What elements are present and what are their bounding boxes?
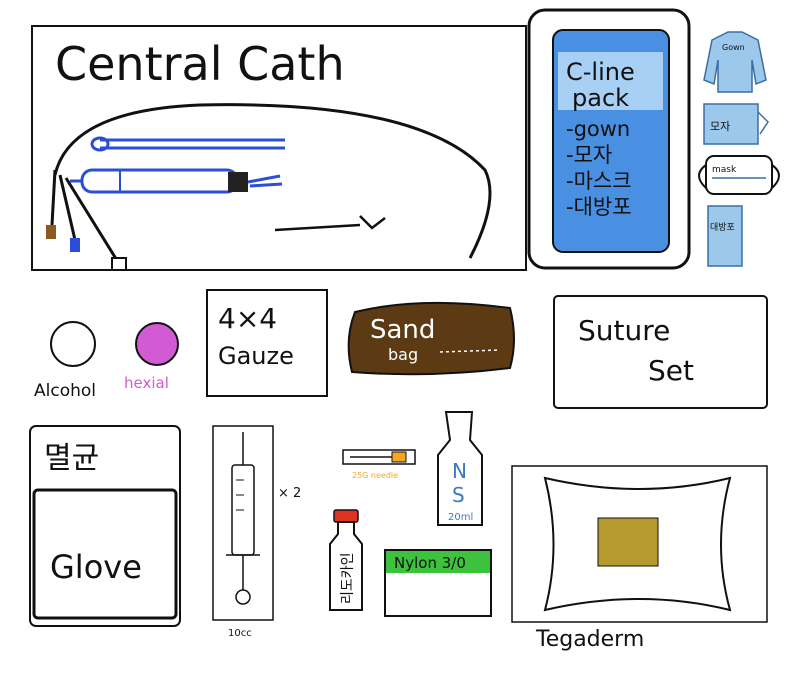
nylon-label-band <box>386 551 490 573</box>
catheter-curve <box>53 103 492 259</box>
alcohol-swab: Alcohol <box>34 321 96 401</box>
sandbag-label-2: bag <box>388 345 418 364</box>
gown-icon: Gown <box>703 31 767 93</box>
guidewire-end <box>90 136 110 152</box>
mask-icon: mask <box>698 155 780 195</box>
hexial-swab: hexial <box>124 322 179 392</box>
ns-ampoule-shape <box>437 411 483 526</box>
white-lumen-cap <box>111 257 127 271</box>
suture-frame <box>553 295 768 409</box>
glove-label: Glove <box>50 548 142 586</box>
sandbag-shape <box>347 301 515 376</box>
cap-icon: 모자 <box>703 103 769 145</box>
cline-pack-item: -모자 <box>566 143 612 167</box>
syringe-10cc: × 2 10cc <box>212 425 301 639</box>
glove-header: 멸균 <box>44 441 99 476</box>
needle-hub <box>391 451 407 463</box>
hexial-label: hexial <box>124 374 169 392</box>
catheter-syringe <box>70 168 283 194</box>
suture-label-1: Suture <box>578 314 670 347</box>
sandbag-stitch <box>439 349 501 353</box>
syringe-qty: × 2 <box>278 486 301 501</box>
tegaderm: Tegaderm <box>511 465 768 652</box>
blue-lumen-cap <box>70 238 80 252</box>
vial-body <box>329 521 363 611</box>
ns-label-s: S <box>452 483 465 507</box>
drape-icon: 대방포 <box>707 205 743 267</box>
sterile-glove-pack: 멸균 Glove <box>29 425 181 627</box>
gauze-size: 4×4 <box>218 302 277 335</box>
alcohol-label: Alcohol <box>34 381 96 401</box>
nylon-suture: Nylon 3/0 <box>384 549 492 617</box>
lidocaine-label: 리도카인 <box>340 552 356 604</box>
gauze-frame <box>206 289 328 397</box>
cline-pack-title-2: pack <box>572 84 629 112</box>
ns-volume: 20ml <box>448 512 473 523</box>
needle-25g: 25G needle <box>342 449 416 480</box>
sandbag-label-1: Sand <box>370 315 435 345</box>
mask-icon-label: mask <box>712 165 737 175</box>
lidocaine-vial: 리도카인 <box>329 509 363 611</box>
catheter-lumens <box>46 169 127 271</box>
introducer-needle <box>274 215 386 232</box>
suture-label-2: Set <box>648 354 694 387</box>
vial-cap <box>333 509 359 523</box>
cline-pack-highlight <box>558 52 663 110</box>
cline-pack-item: -마스크 <box>566 169 632 193</box>
syringe-icon <box>226 432 260 605</box>
cline-pack-device: C-line pack -gown -모자 -마스크 -대방포 <box>527 8 691 270</box>
glove-inner-frame <box>32 488 178 620</box>
gauze-label: Gauze <box>218 342 294 370</box>
drape-icon-label: 대방포 <box>710 222 735 233</box>
alcohol-circle-icon <box>50 321 96 367</box>
hexial-circle-icon <box>135 322 179 366</box>
tegaderm-label: Tegaderm <box>535 627 644 652</box>
sandbag: Sand bag <box>347 301 515 376</box>
cap-icon-label: 모자 <box>710 120 730 133</box>
gown-icon-label: Gown <box>722 43 745 52</box>
brown-lumen-cap <box>46 225 56 239</box>
gauze-pack: 4×4 Gauze <box>206 289 328 397</box>
ns-label-n: N <box>452 459 467 483</box>
ns-ampoule: N S 20ml <box>437 411 483 526</box>
suture-set: Suture Set <box>553 295 768 409</box>
nylon-label: Nylon 3/0 <box>394 554 466 572</box>
needle-label: 25G needle <box>352 471 398 480</box>
cline-pack-item: -gown <box>566 117 630 141</box>
guidewire-upper <box>100 138 285 150</box>
central-cath-panel: Central Cath <box>31 25 527 271</box>
cline-pack-item: -대방포 <box>566 195 632 219</box>
tegaderm-pad <box>597 517 659 567</box>
syringe-size: 10cc <box>228 628 252 639</box>
central-cath-title: Central Cath <box>55 37 345 91</box>
cline-pack-title-1: C-line <box>566 58 635 86</box>
